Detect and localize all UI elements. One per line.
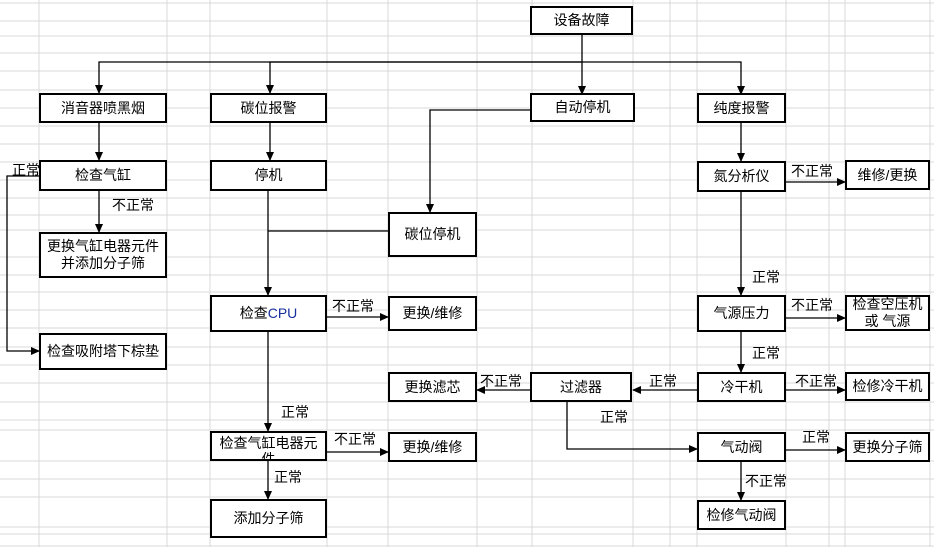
flow-node-purity-alarm: 纯度报警 [697, 93, 786, 123]
edge-check_cylinder-to-check_pad [6, 175, 40, 355]
flow-node-replace-repair-2: 更换/维修 [388, 432, 477, 462]
edge-label-normal: 正常 [752, 269, 780, 285]
flow-node-label: 更换滤芯 [404, 378, 461, 395]
flow-node-label: 更换气缸电器元件 并添加分子筛 [47, 238, 159, 271]
flow-node-check-compressor: 检查空压机 或 气源 [845, 295, 930, 331]
flow-node-check-cylinder: 检查气缸 [39, 160, 167, 191]
flow-node-label: 检修冷干机 [852, 378, 923, 394]
flow-node-repair-replace: 维修/更换 [845, 160, 930, 190]
flow-node-label: 更换分子筛 [852, 438, 923, 455]
edge-equip_fault-to-muffler_smoke [95, 61, 582, 94]
edge-label-normal: 正常 [274, 469, 302, 485]
edge-auto_stop-to-carbon_stop [426, 109, 530, 213]
edge-label-normal: 正常 [281, 404, 309, 420]
flow-node-air-pressure: 气源压力 [697, 295, 786, 332]
edge-label-abnormal: 不正常 [332, 298, 374, 314]
flow-node-label: 气源压力 [713, 305, 770, 321]
edge-label-abnormal: 不正常 [791, 163, 833, 179]
flow-node-label: 添加分子筛 [233, 510, 304, 526]
flow-node-carbon-alarm: 碳位报警 [210, 93, 327, 123]
flow-node-label: 气动阀 [720, 438, 763, 455]
flow-node-repair-valve: 检修气动阀 [697, 500, 786, 530]
flow-node-equip-fault: 设备故障 [530, 6, 633, 35]
flow-node-stop-machine: 停机 [210, 160, 327, 191]
flow-node-label: 维修/更换 [857, 166, 918, 183]
flow-node-auto-stop: 自动停机 [530, 93, 635, 122]
edge-equip_fault-to-carbon_alarm [266, 61, 582, 94]
edge-label-abnormal: 不正常 [795, 373, 837, 389]
flow-node-label: 检查气缸 [75, 167, 131, 183]
flow-node-label: 停机 [254, 167, 283, 183]
edge-label-normal: 正常 [752, 345, 780, 361]
flow-node-muffler-smoke: 消音器喷黑烟 [39, 93, 167, 123]
flow-node-label: 冷干机 [720, 378, 763, 395]
flow-node-replace-sieve: 更换分子筛 [845, 432, 930, 462]
edge-label-abnormal: 不正常 [745, 473, 787, 489]
flow-node-replace-cyl-parts: 更换气缸电器元件 并添加分子筛 [39, 232, 167, 278]
edge-filter-to-pneumatic_valve [566, 402, 698, 453]
flow-node-cold-dryer: 冷干机 [697, 372, 786, 402]
edge-label-normal: 正常 [600, 409, 628, 425]
flow-node-label: 检查吸附塔下棕垫 [47, 343, 159, 359]
flow-node-label: 检查气缸电器元 件 [219, 435, 318, 461]
edge-label-normal: 正常 [12, 162, 40, 178]
flow-node-n2-analyzer: 氮分析仪 [697, 161, 786, 192]
flow-node-carbon-stop: 碳位停机 [388, 212, 477, 257]
edge-label-abnormal: 不正常 [480, 373, 522, 389]
flow-node-label: 自动停机 [554, 99, 611, 115]
edge-equip_fault-to-purity_alarm [582, 61, 745, 95]
flow-node-label: 检查空压机 或 气源 [852, 296, 923, 329]
flow-node-label: 过滤器 [560, 378, 602, 395]
edge-label-abnormal: 不正常 [334, 431, 376, 447]
edge-label-normal: 正常 [649, 373, 677, 389]
flow-node-label: 检修气动阀 [706, 506, 777, 523]
flow-node-label: 检查 [239, 305, 268, 321]
flow-node-replace-repair-1: 更换/维修 [388, 296, 477, 331]
flow-node-label: 消音器喷黑烟 [61, 99, 145, 116]
flow-node-pneumatic-valve: 气动阀 [697, 432, 786, 462]
flow-node-replace-filter-core: 更换滤芯 [388, 372, 477, 402]
flow-node-check-pad: 检查吸附塔下棕垫 [39, 333, 167, 370]
flow-node-label-accent: CPU [267, 305, 298, 321]
flow-node-label: 碳位报警 [240, 99, 297, 116]
flow-node-label: 更换/维修 [402, 305, 463, 321]
edge-label-abnormal: 不正常 [112, 197, 154, 213]
flow-node-check-cyl-elec: 检查气缸电器元 件 [210, 431, 327, 461]
edge-label-normal: 正常 [802, 429, 830, 445]
flow-node-filter: 过滤器 [530, 372, 632, 402]
flow-node-add-sieve: 添加分子筛 [210, 499, 327, 538]
flow-node-label: 纯度报警 [713, 99, 770, 116]
flow-node-label: 更换/维修 [402, 438, 463, 455]
edge-label-abnormal: 不正常 [791, 297, 833, 313]
flow-node-label: 设备故障 [553, 12, 610, 28]
flow-node-label: 氮分析仪 [713, 168, 770, 184]
flow-node-repair-dryer: 检修冷干机 [845, 372, 930, 401]
flow-node-label: 碳位停机 [404, 226, 461, 242]
